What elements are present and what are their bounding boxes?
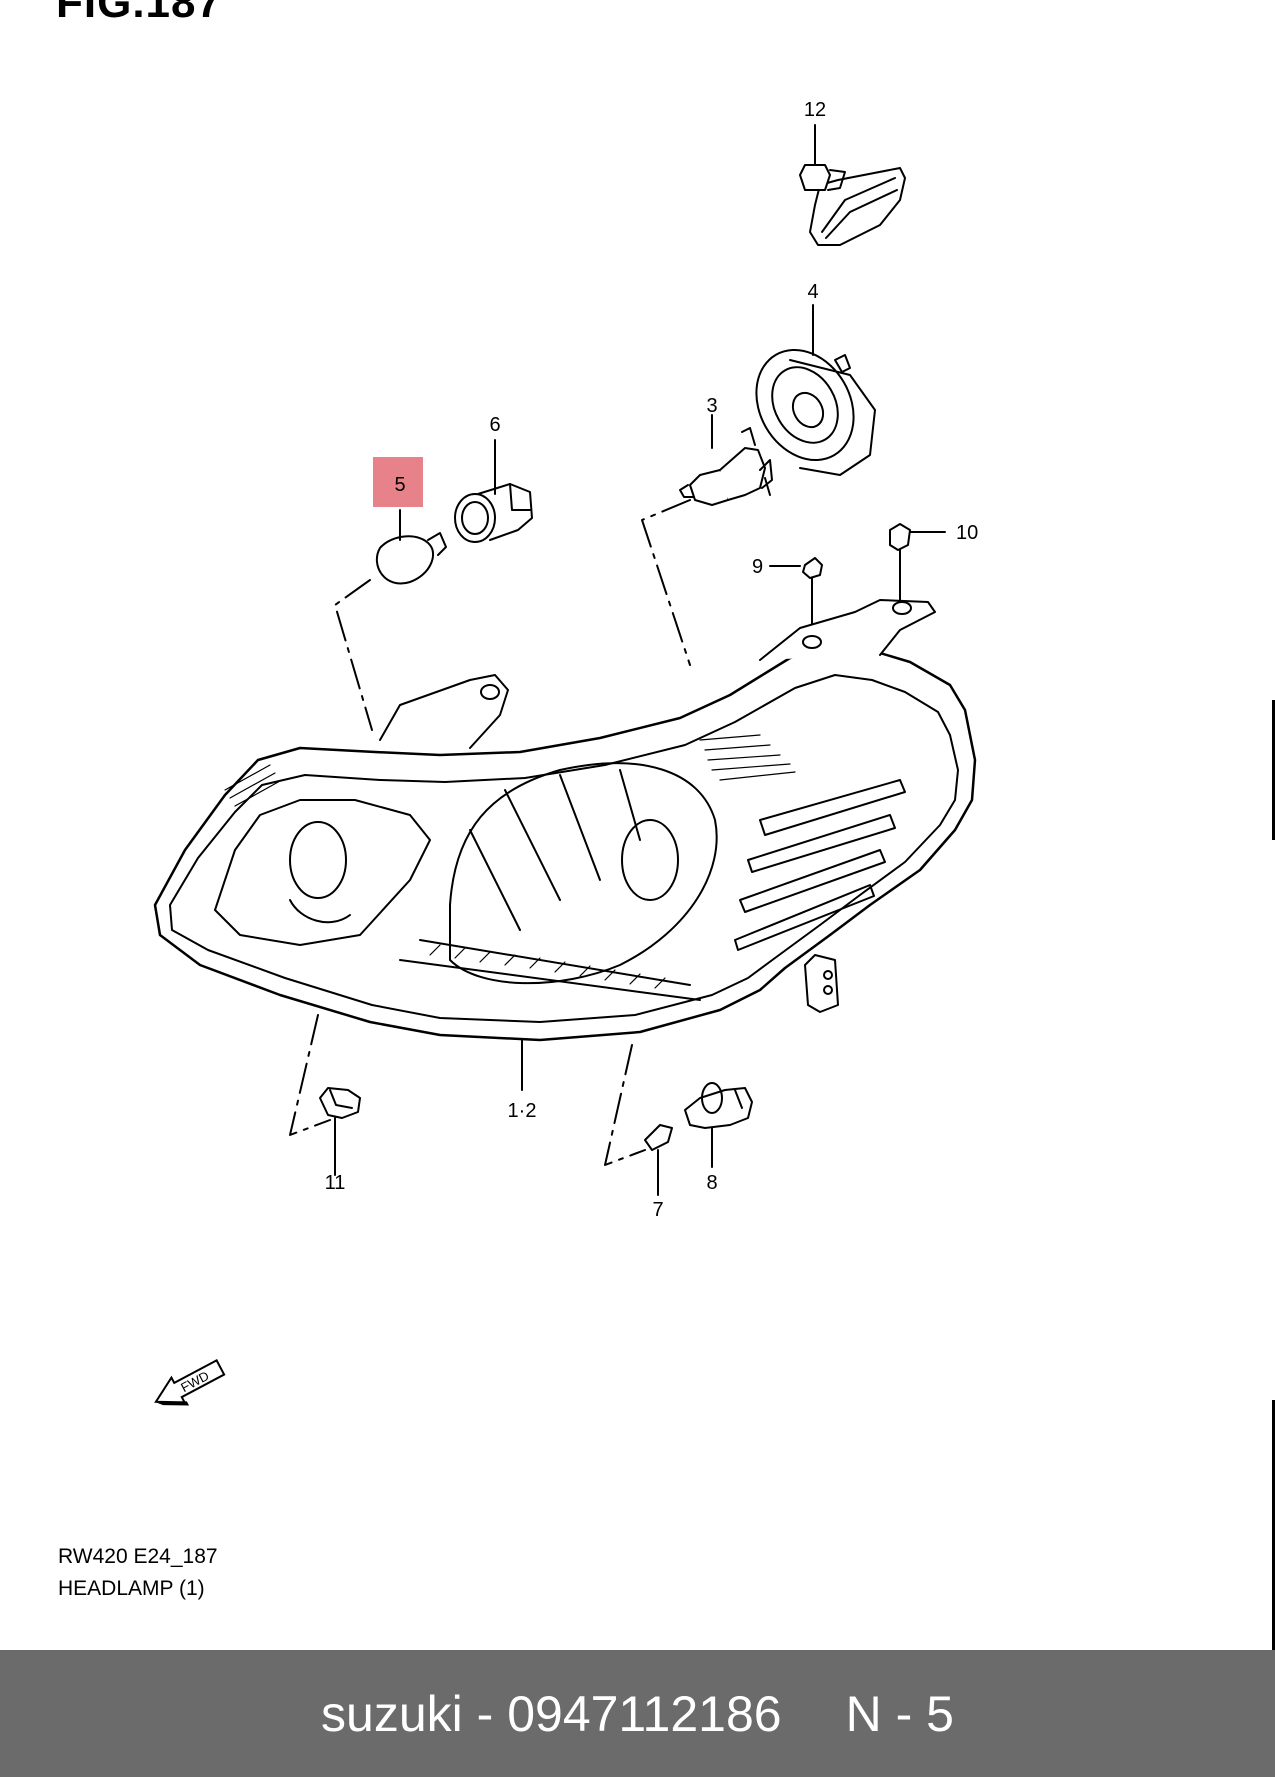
wedge-bulb (644, 1124, 673, 1196)
callout-12: 12 (804, 99, 826, 121)
headlamp-housing (153, 599, 977, 1091)
callout-3: 3 (706, 395, 717, 417)
figure-name: HEADLAMP (1) (58, 1577, 205, 1600)
callout-5: 5 (394, 474, 405, 496)
clip-10 (889, 523, 946, 606)
callout-10: 10 (956, 522, 978, 544)
bulb-cover-cap (755, 304, 876, 476)
footer-part-number: suzuki - 0947112186 (321, 1685, 782, 1742)
callout-7: 7 (652, 1199, 663, 1221)
edge-mark (1272, 1400, 1275, 1650)
side-socket (684, 1082, 753, 1168)
leader-lines (289, 499, 691, 1166)
footer-position: N - 5 (845, 1685, 954, 1742)
edge-mark (1272, 700, 1275, 840)
callout-8: 8 (706, 1172, 717, 1194)
callout-9: 9 (752, 556, 763, 578)
bulb-socket (454, 439, 533, 543)
callout-11: 11 (325, 1172, 346, 1194)
parts-diagram: FIG.187 (56, 0, 978, 1600)
callout-4: 4 (807, 281, 818, 303)
figure-code: RW420 E24_187 (58, 1545, 218, 1568)
fastener-clip (319, 1087, 361, 1176)
highlight-box (373, 457, 423, 507)
callout-1-2: 1·2 (508, 1100, 537, 1122)
headlamp-exploded-view: 12 4 3 6 5 10 9 1·2 11 8 7 FWD (153, 99, 978, 1406)
side-marker-lamp (799, 124, 906, 246)
small-bulb (375, 509, 447, 585)
figure-title: FIG.187 (56, 0, 222, 27)
fwd-arrow-icon: FWD (154, 1359, 226, 1406)
footer-bar: suzuki - 0947112186 N - 5 (0, 1650, 1275, 1777)
callout-6: 6 (489, 414, 500, 436)
headlamp-bulb (679, 414, 773, 506)
